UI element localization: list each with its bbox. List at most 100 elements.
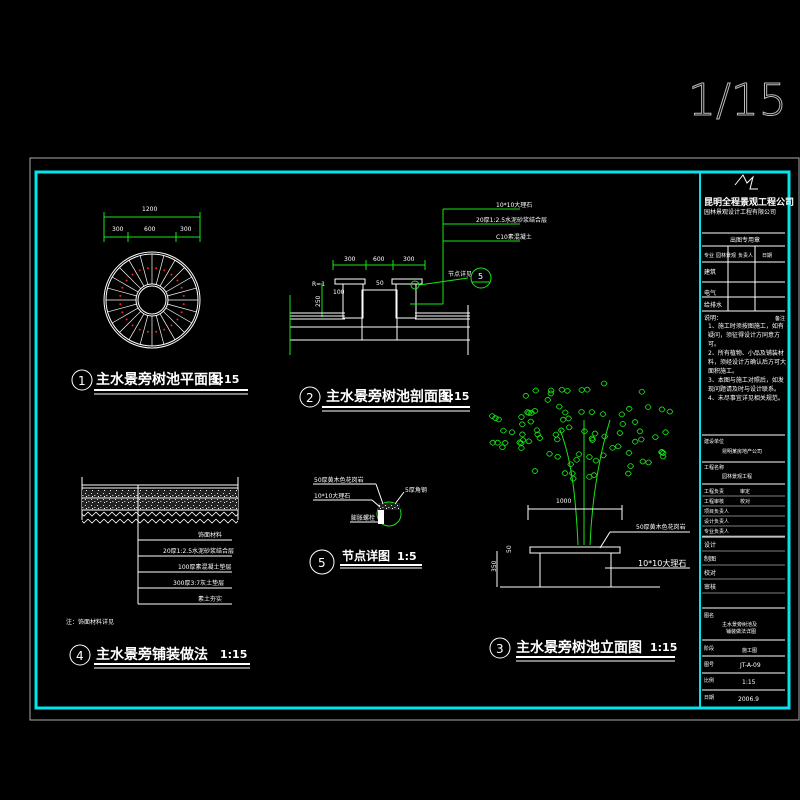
staff-role: 校对 [740, 498, 750, 505]
callout-label: C10素混凝土 [496, 233, 532, 241]
plan-marker [125, 279, 128, 282]
tree-leaf [625, 450, 633, 456]
tree-leaf [614, 443, 622, 450]
staff-label: 项目负责人 [704, 508, 729, 515]
tree-leaf [492, 415, 499, 422]
tree-leaf [565, 424, 573, 431]
plan-joint-line [107, 287, 137, 297]
elevation-dim-height: 350 [491, 560, 498, 572]
tb-cell: 建筑 [704, 268, 716, 276]
tb-label: 建设单位 [704, 438, 724, 445]
plan-marker [146, 267, 149, 270]
node-detail: 50厚黄木色花岗岩 10*10大理石 5厚角钢 膨胀螺栓 5 节点详图 1:5 [309, 476, 427, 575]
view-number-circle [309, 549, 335, 575]
plan-marker [163, 328, 166, 331]
plan-dim: 600 [144, 226, 156, 233]
layer-label: 300厚3:7灰土垫层 [173, 579, 224, 587]
plan-joint-line [163, 311, 185, 333]
tree-leaf [494, 439, 502, 446]
company-logo [734, 174, 758, 190]
plan-joint-line [155, 255, 165, 285]
tree-leaf [575, 451, 583, 458]
section-height: 100 [333, 289, 345, 296]
view-title: 节点详图 [342, 548, 390, 563]
view-scale: 1:15 [442, 390, 469, 403]
tree-leaf [666, 408, 674, 415]
tree-leaf [561, 409, 569, 416]
plan-dim-total: 1200 [142, 206, 157, 213]
tree-leaf [546, 450, 553, 457]
view-title: 主水景旁树池立面图 [516, 639, 642, 656]
tree-leaf [652, 434, 659, 441]
tree-leaf [524, 409, 531, 416]
tree-leaf [518, 414, 525, 420]
callout-label: 5厚角钢 [405, 486, 427, 494]
tree-leaf [586, 454, 593, 460]
tree-leaf [489, 439, 497, 446]
project-name: 园林景观工程 [722, 473, 752, 480]
plan-joint-line [163, 267, 185, 289]
view-scale: 1:15 [650, 641, 677, 654]
tree-leaf [599, 411, 607, 417]
tb-cell: 电气 [704, 289, 716, 297]
tree-leaf [531, 468, 539, 474]
tree-leaf [495, 416, 503, 423]
sign-label: 设计 [704, 541, 716, 549]
tree-leaf [534, 431, 542, 438]
sign-label: 校对 [704, 569, 716, 577]
tree-leaf [616, 430, 624, 436]
plan-joint-line [107, 303, 137, 313]
tree-leaf [591, 430, 599, 437]
plan-marker [170, 324, 173, 327]
tree-leaf [638, 388, 646, 395]
view-number: 4 [76, 649, 84, 663]
tb-label: 日期 [704, 695, 714, 701]
section-height2: 250 [315, 295, 322, 307]
note-item: 3、本图与施工对照后，如发现问题请及时与设计联系。 [708, 377, 784, 393]
tree-leaf [518, 445, 525, 451]
section-dim: 600 [373, 256, 385, 263]
tree-leaf [590, 472, 598, 479]
tree-leaf [581, 428, 588, 435]
tree-leaf [527, 418, 535, 425]
drawing-name: 铺装做法详图 [726, 628, 756, 635]
tree-leaf [501, 440, 509, 446]
tree-leaf [601, 433, 609, 440]
section-dim: 300 [344, 256, 356, 263]
note-text: 注：饰面材料详见 [66, 618, 114, 626]
tree-leaf [536, 435, 544, 441]
tree-leaf [588, 409, 596, 416]
section-dim: 300 [403, 256, 415, 263]
view-number: 2 [306, 391, 314, 405]
tree-leaf [659, 453, 667, 460]
elevation-dim-width: 1000 [556, 498, 571, 505]
plan-marker [125, 318, 128, 321]
plan-marker [138, 328, 141, 331]
note-item: 4、未尽事宜详见相关规范。 [708, 395, 784, 402]
tree-leaf [499, 444, 506, 451]
company-subtitle: 园林景观设计工程有限公司 [704, 208, 776, 216]
plan-marker [163, 269, 166, 272]
tree-leaf [636, 428, 644, 435]
tree-leaf [558, 386, 566, 393]
section-gap: 50 [376, 280, 384, 287]
callout-label: 膨胀螺栓 [351, 514, 375, 522]
plan-marker [131, 324, 134, 327]
note-item: 1、施工时须按图施工，如有疑问，须征得设计方同意方可。 [708, 323, 784, 348]
drawing-scale: 1:15 [742, 679, 756, 686]
title-block: 昆明全程景观工程公司 园林景观设计工程有限公司 出图专用章 专业 园林景观 负责… [702, 174, 794, 703]
plan-joint-line [167, 303, 197, 313]
tb-label: 阶段 [704, 645, 714, 652]
staff-label: 工程审核 [704, 498, 724, 505]
tree-leaf [600, 380, 608, 387]
staff-label: 专业负责人 [704, 528, 729, 535]
plan-marker [176, 279, 179, 282]
tree-leaf [569, 470, 576, 477]
layer-label: 素土夯实 [198, 595, 222, 603]
plan-marker [182, 294, 185, 297]
notes-tag: 备注 [775, 315, 785, 322]
plan-marker [146, 330, 149, 333]
tree-leaf [508, 429, 516, 436]
detail-number: 5 [478, 272, 483, 281]
